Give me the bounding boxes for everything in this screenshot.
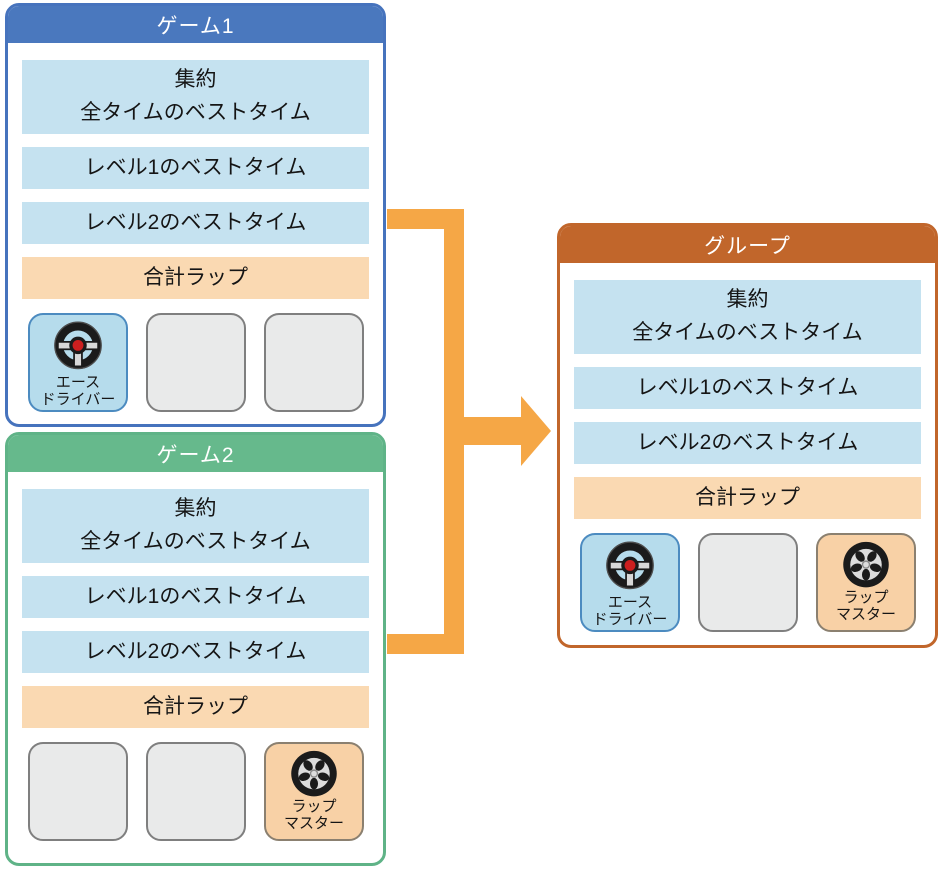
- badge-empty-slot: [146, 313, 246, 412]
- stat-total-laps: 合計ラップ: [22, 686, 369, 728]
- stat-level1-best-time: レベル1のベストタイム: [22, 147, 369, 189]
- stat-line: 集約: [726, 288, 769, 312]
- panel-game2-title: ゲーム2: [8, 435, 383, 472]
- stat-line: 全タイムのベストタイム: [632, 321, 863, 344]
- stat-line: 全タイムのベストタイム: [80, 101, 311, 124]
- stat-level2-best-time: レベル2のベストタイム: [22, 631, 369, 673]
- tire-icon: [838, 540, 894, 591]
- panel-group: グループ 集約 全タイムのベストタイム レベル1のベストタイム レベル2のベスト…: [557, 223, 938, 648]
- panel-game2-body: 集約 全タイムのベストタイム レベル1のベストタイム レベル2のベストタイム 合…: [8, 472, 383, 863]
- badge-empty-slot: [28, 742, 128, 841]
- badge-row: エース ドライバー: [580, 533, 921, 632]
- steering-wheel-icon: [602, 540, 658, 596]
- stat-line: 集約: [174, 497, 217, 521]
- stat-level2-best-time: レベル2のベストタイム: [22, 202, 369, 244]
- stat-total-laps: 合計ラップ: [22, 257, 369, 299]
- badge-label: ラップ マスター: [283, 798, 344, 833]
- badge-empty-slot: [264, 313, 364, 412]
- badge-lap-master: ラップ マスター: [816, 533, 916, 632]
- panel-group-body: 集約 全タイムのベストタイム レベル1のベストタイム レベル2のベストタイム 合…: [560, 263, 935, 645]
- panel-game2: ゲーム2 集約 全タイムのベストタイム レベル1のベストタイム レベル2のベスト…: [5, 432, 386, 866]
- badge-row: エース ドライバー: [28, 313, 369, 412]
- panel-game1-body: 集約 全タイムのベストタイム レベル1のベストタイム レベル2のベストタイム 合…: [8, 43, 383, 424]
- badge-ace-driver: エース ドライバー: [28, 313, 128, 412]
- steering-wheel-icon: [50, 320, 106, 376]
- stat-total-laps: 合計ラップ: [574, 477, 921, 519]
- stat-aggregate-best-time: 集約 全タイムのベストタイム: [22, 489, 369, 563]
- stat-line: 全タイムのベストタイム: [80, 530, 311, 553]
- badge-label: エース ドライバー: [592, 594, 668, 629]
- stat-level1-best-time: レベル1のベストタイム: [22, 576, 369, 618]
- stat-line: 集約: [174, 68, 217, 92]
- badge-row: ラップ マスター: [28, 742, 369, 841]
- stat-level1-best-time: レベル1のベストタイム: [574, 367, 921, 409]
- panel-game1-title: ゲーム1: [8, 6, 383, 43]
- badge-label: ラップ マスター: [835, 589, 896, 624]
- stat-level2-best-time: レベル2のベストタイム: [574, 422, 921, 464]
- panel-game1: ゲーム1 集約 全タイムのベストタイム レベル1のベストタイム レベル2のベスト…: [5, 3, 386, 427]
- panel-group-title: グループ: [560, 226, 935, 263]
- badge-label: エース ドライバー: [40, 374, 116, 409]
- badge-empty-slot: [146, 742, 246, 841]
- badge-ace-driver: エース ドライバー: [580, 533, 680, 632]
- badge-empty-slot: [698, 533, 798, 632]
- tire-icon: [286, 749, 342, 800]
- stat-aggregate-best-time: 集約 全タイムのベストタイム: [574, 280, 921, 354]
- stat-aggregate-best-time: 集約 全タイムのベストタイム: [22, 60, 369, 134]
- badge-lap-master: ラップ マスター: [264, 742, 364, 841]
